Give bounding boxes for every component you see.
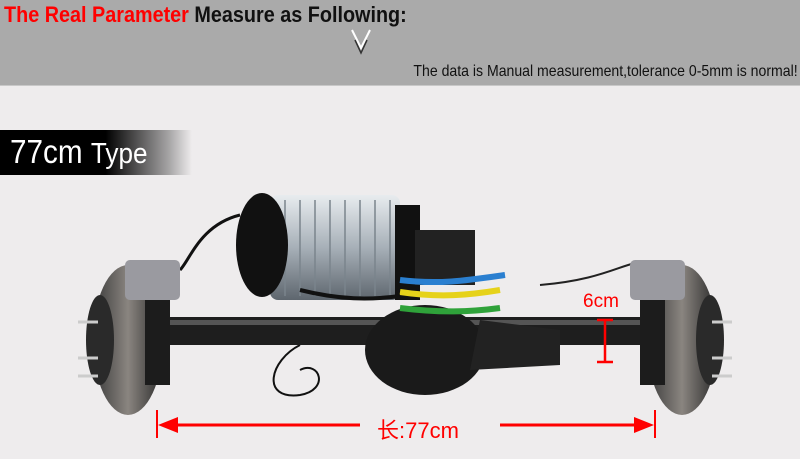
header-title: The Real Parameter Measure as Following: (4, 2, 407, 28)
type-size: 77cm (10, 133, 83, 170)
header-banner: The Real Parameter Measure as Following:… (0, 0, 800, 86)
height-dimension-label: 6cm (583, 291, 619, 312)
chevron-down-icon (351, 29, 371, 55)
type-word: Type (90, 138, 148, 170)
height-dimension-marker (597, 318, 613, 364)
title-red: The Real Parameter (4, 2, 189, 27)
type-label-band (0, 130, 192, 175)
tolerance-note: The data is Manual measurement,tolerance… (413, 63, 798, 80)
title-black: Measure as Following: (194, 2, 407, 27)
length-dimension-label: 长:77cm (373, 413, 463, 445)
rear-axle-motor-photo (78, 193, 732, 438)
length-dimension-arrow (156, 410, 656, 438)
type-label: 77cm Type (10, 133, 147, 171)
